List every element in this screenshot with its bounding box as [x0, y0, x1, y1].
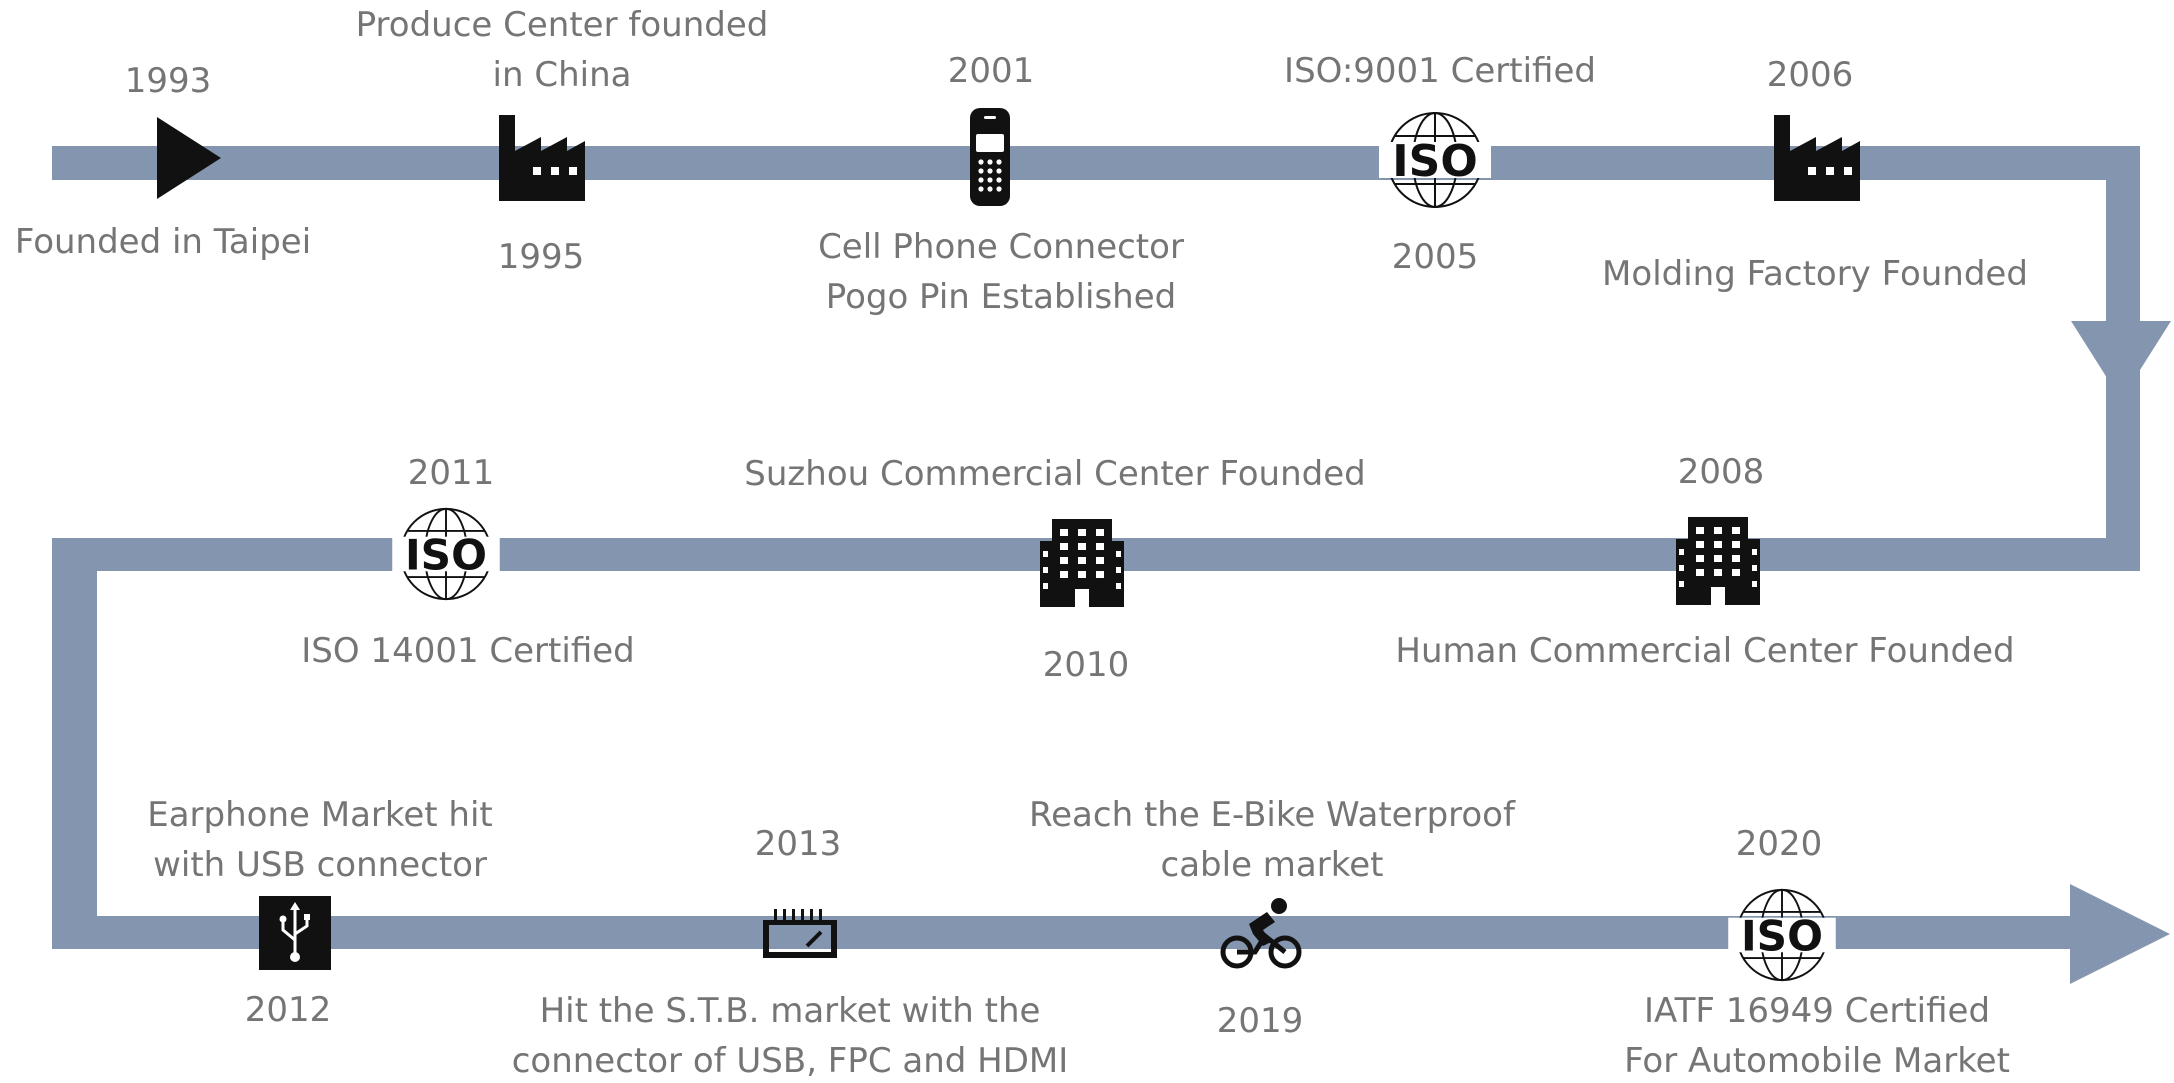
factory-icon: [1772, 111, 1862, 203]
year-2011: 2011: [407, 453, 495, 493]
event-2001-text: Cell Phone Connector Pogo Pin Establishe…: [818, 227, 1184, 317]
event-2012-text: Earphone Market hit with USB connector: [147, 795, 493, 885]
event-1995-text: Produce Center founded in China: [355, 5, 769, 95]
year-1995: 1995: [497, 237, 585, 277]
year-2006: 2006: [1766, 55, 1854, 95]
event-2010-text: Suzhou Commercial Center Founded: [744, 454, 1366, 494]
year-2013: 2013: [754, 824, 842, 864]
set-top-box-icon: [761, 908, 839, 960]
event-2006-text: Molding Factory Founded: [1602, 254, 2028, 294]
event-2019-text: Reach the E-Bike Waterproof cable market: [1029, 795, 1515, 885]
year-2012: 2012: [244, 990, 332, 1030]
event-2005-text: ISO:9001 Certified: [1284, 51, 1596, 91]
end-arrowhead-icon: [2070, 884, 2170, 984]
iso-globe-icon: ISO: [1722, 887, 1842, 983]
year-2010: 2010: [1042, 645, 1130, 685]
event-2008-text: Human Commercial Center Founded: [1395, 631, 2015, 671]
iso-globe-icon: ISO: [1375, 110, 1495, 210]
year-2005: 2005: [1391, 237, 1479, 277]
track-left-connector: [52, 538, 97, 948]
office-building-icon: [1038, 517, 1126, 607]
iso-globe-icon: ISO: [386, 506, 506, 602]
year-2001: 2001: [947, 51, 1035, 91]
svg-text:ISO: ISO: [1741, 911, 1823, 960]
usb-icon: [259, 896, 331, 970]
year-2019: 2019: [1216, 1001, 1304, 1041]
event-2011-text: ISO 14001 Certified: [301, 631, 635, 671]
cell-phone-icon: [968, 106, 1012, 208]
svg-text:ISO: ISO: [405, 530, 487, 579]
year-2020: 2020: [1735, 824, 1823, 864]
event-1993-text: Founded in Taipei: [14, 222, 312, 262]
year-2008: 2008: [1677, 452, 1765, 492]
event-2020-text: IATF 16949 Certified For Automobile Mark…: [1624, 991, 2010, 1081]
factory-icon: [497, 111, 587, 203]
down-arrowhead-icon: [2071, 321, 2171, 400]
play-arrow-icon: [155, 115, 223, 201]
event-2013-text: Hit the S.T.B. market with the connector…: [511, 991, 1069, 1081]
bicycle-rider-icon: [1219, 896, 1305, 970]
svg-text:ISO: ISO: [1392, 136, 1477, 187]
office-building-icon: [1674, 515, 1762, 605]
year-1993: 1993: [124, 61, 212, 101]
